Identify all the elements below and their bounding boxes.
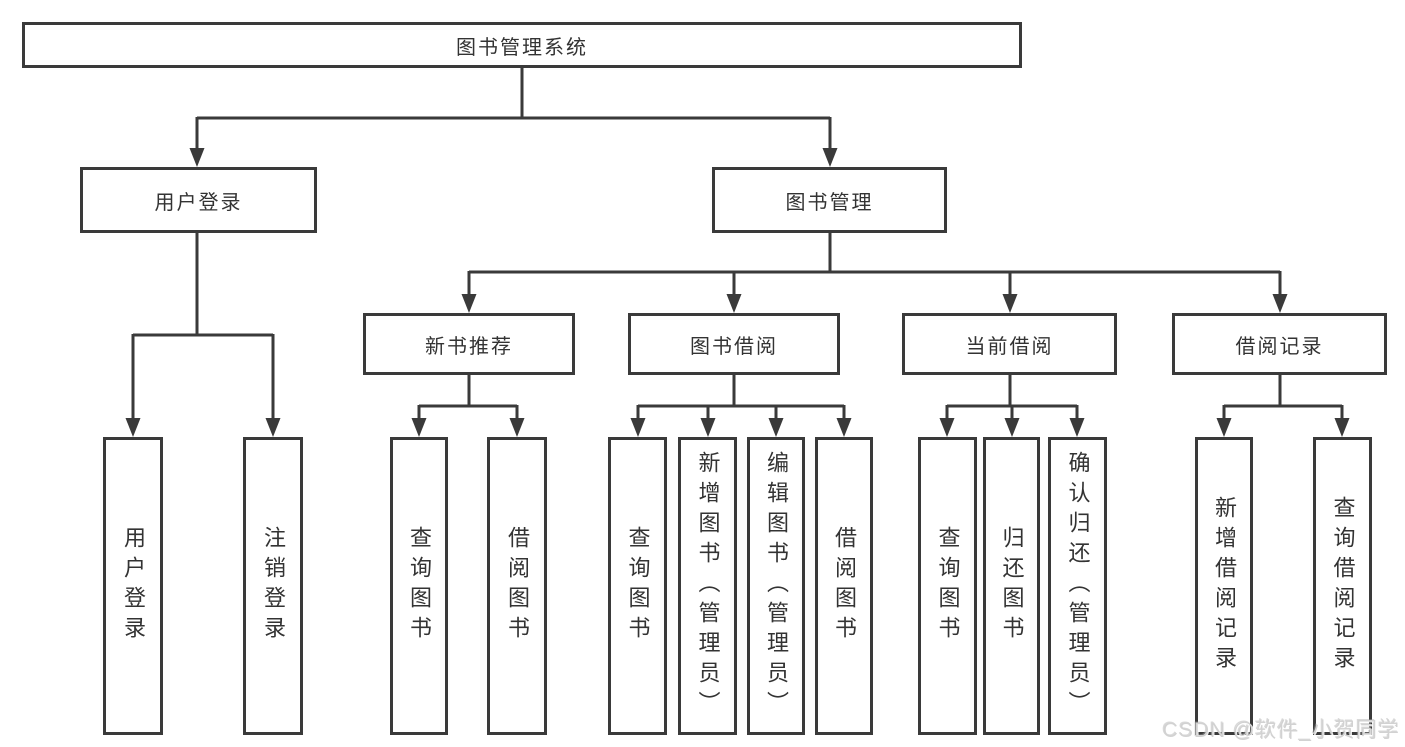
node-borrow-records: 借阅记录 <box>1172 313 1387 375</box>
leaf-borrow-books-2: 借阅图书 <box>815 437 873 735</box>
node-label: 图书管理系统 <box>456 36 588 59</box>
leaf-label: 新增借阅记录 <box>1212 496 1237 676</box>
leaf-add-books-admin: 新增图书（管理员） <box>678 437 737 735</box>
node-label: 借阅记录 <box>1235 335 1324 358</box>
leaf-query-books-3: 查询图书 <box>918 437 977 735</box>
leaf-label: 用户登录 <box>121 526 146 646</box>
node-root-library-management-system: 图书管理系统 <box>22 22 1022 68</box>
node-book-borrow: 图书借阅 <box>628 313 840 375</box>
node-label: 新书推荐 <box>425 335 513 358</box>
leaf-add-borrow-record: 新增借阅记录 <box>1195 437 1253 735</box>
leaf-query-books-2: 查询图书 <box>608 437 667 735</box>
leaf-confirm-return-admin: 确认归还（管理员） <box>1048 437 1107 735</box>
leaf-label: 查询借阅记录 <box>1330 496 1356 676</box>
leaf-borrow-books-1: 借阅图书 <box>487 437 547 735</box>
leaf-label: 注销登录 <box>261 526 286 646</box>
node-book-management: 图书管理 <box>712 167 947 233</box>
leaf-query-books-1: 查询图书 <box>390 437 448 735</box>
node-label: 图书管理 <box>785 191 874 214</box>
leaf-return-books: 归还图书 <box>983 437 1040 735</box>
node-new-book-recommend: 新书推荐 <box>363 313 575 375</box>
leaf-label: 新增图书（管理员） <box>695 451 721 721</box>
leaf-query-borrow-record: 查询借阅记录 <box>1313 437 1372 735</box>
leaf-edit-books-admin: 编辑图书（管理员） <box>747 437 805 735</box>
node-current-borrow: 当前借阅 <box>902 313 1117 375</box>
leaf-label: 查询图书 <box>625 526 651 646</box>
leaf-logout: 注销登录 <box>243 437 303 735</box>
node-label: 图书借阅 <box>690 335 778 358</box>
leaf-label: 编辑图书（管理员） <box>764 451 789 721</box>
leaf-label: 借阅图书 <box>832 526 857 646</box>
node-user-login: 用户登录 <box>80 167 317 233</box>
leaf-label: 查询图书 <box>407 526 432 646</box>
node-label: 当前借阅 <box>965 335 1054 358</box>
node-label: 用户登录 <box>154 191 243 214</box>
leaf-label: 确认归还（管理员） <box>1065 451 1091 721</box>
leaf-label: 归还图书 <box>999 526 1025 646</box>
leaf-label: 查询图书 <box>935 526 961 646</box>
leaf-label: 借阅图书 <box>505 526 530 646</box>
leaf-user-login: 用户登录 <box>103 437 163 735</box>
